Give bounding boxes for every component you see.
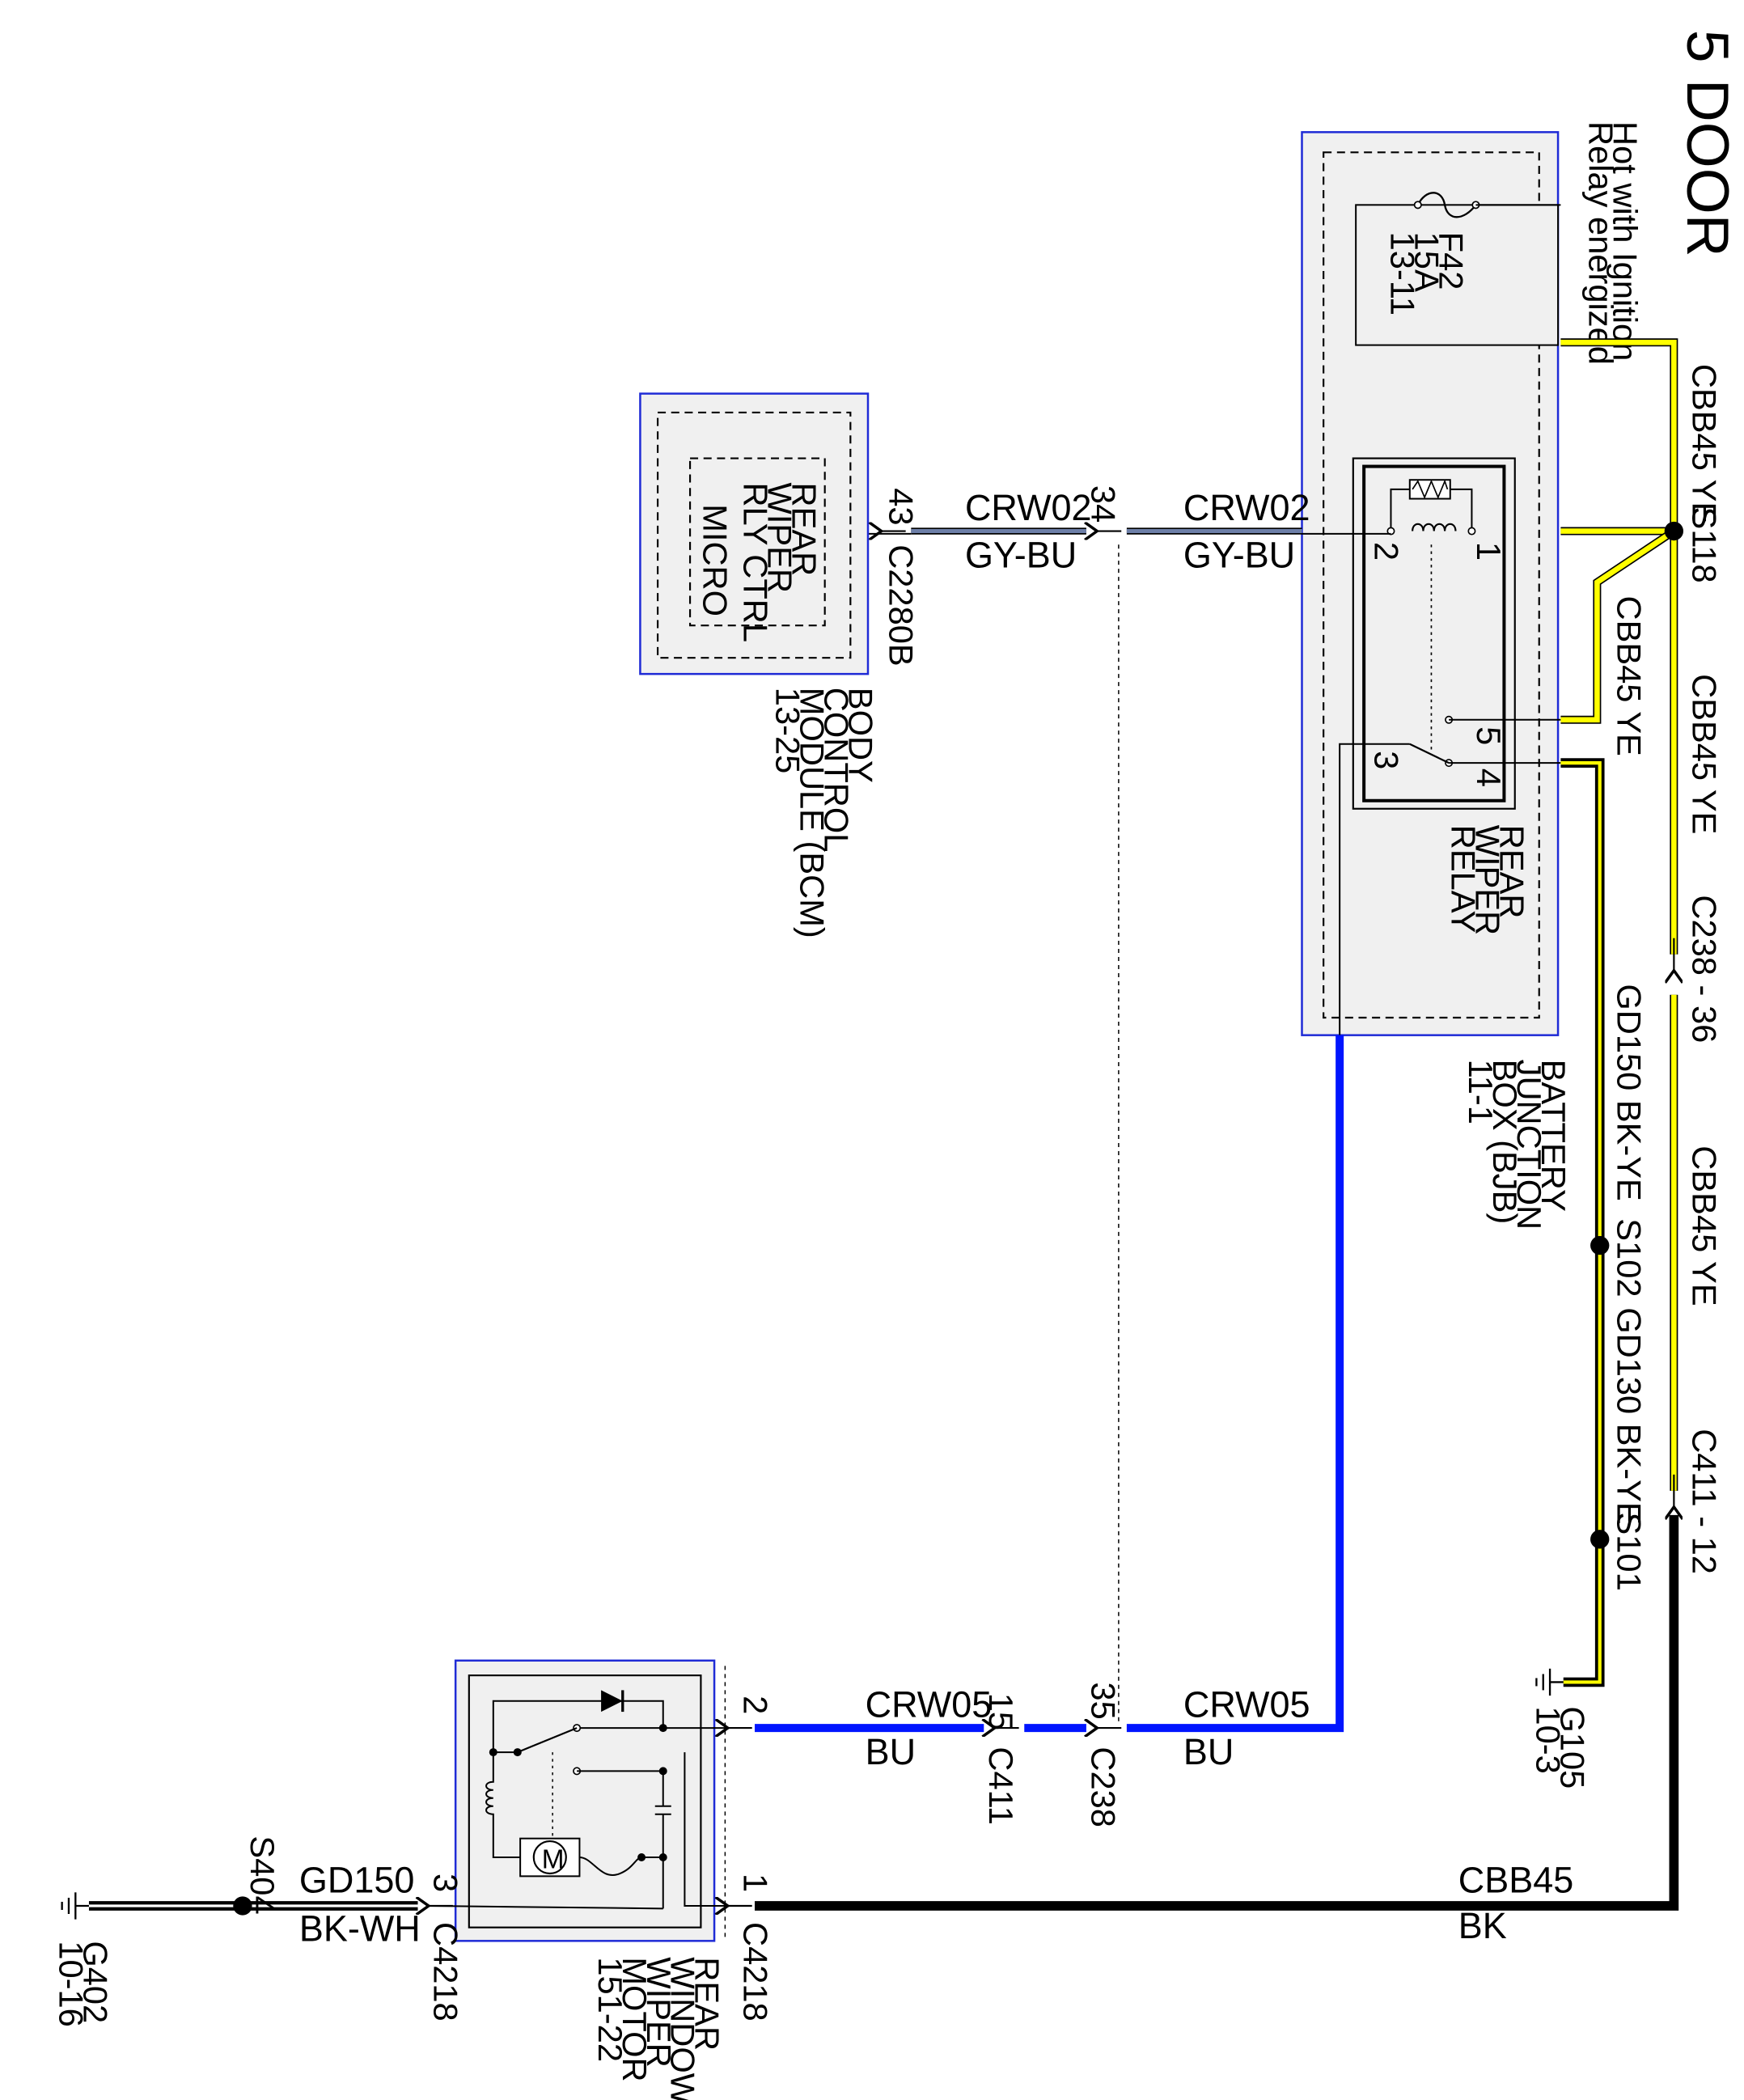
- label-crw05-right: CRW05: [1183, 1684, 1310, 1725]
- bcm-inner-line-1: REAR: [785, 483, 823, 577]
- motor-coil-icon: [485, 1752, 521, 1859]
- label-cbb45-bk-color: BK: [1458, 1905, 1507, 1946]
- label-pin-15: 15: [982, 1693, 1020, 1730]
- label-g402: G402: [76, 1941, 114, 2023]
- motor-name-line-4: MOTOR: [616, 1957, 654, 2081]
- label-c411: C411: [982, 1746, 1020, 1824]
- hot-note-line-1: Hot with Ignition: [1606, 121, 1644, 361]
- relay-name-line-3: RELAY: [1444, 825, 1482, 933]
- bcm-name-line-1: BODY: [842, 688, 880, 783]
- label-c4218-right: C4218: [737, 1922, 775, 2022]
- relay-pin-1: 1: [1470, 542, 1508, 561]
- relay-coil-icon: [1412, 523, 1457, 531]
- label-s102: S102: [1610, 1218, 1648, 1297]
- motor-icon: [532, 1840, 567, 1875]
- wire-cbb45-bk: CBB45 BK: [755, 1514, 1679, 1946]
- motor-name-line-2: WINDOW: [664, 1957, 702, 2100]
- label-crw02-right: CRW02: [1183, 487, 1310, 528]
- fuse-ref: 13-11: [1383, 232, 1421, 315]
- rear-wiper-relay: [1352, 457, 1516, 810]
- relay-name-line-1: REAR: [1492, 825, 1530, 919]
- label-crw05-left: CRW05: [866, 1684, 993, 1725]
- label-g105-ref: 10-3: [1529, 1706, 1567, 1773]
- label-c238-36: C238 - 36: [1686, 895, 1724, 1043]
- label-crw02-left: CRW02: [965, 487, 1092, 528]
- label-c238: C238: [1085, 1746, 1123, 1827]
- fuse-name: F42: [1432, 232, 1470, 290]
- relay-pin-4: 4: [1470, 768, 1508, 787]
- relay-pin-5: 5: [1470, 726, 1508, 745]
- bjb-name-line-2: JUNCTION: [1510, 1060, 1548, 1230]
- label-pin-35: 35: [1085, 1682, 1123, 1719]
- diagram-title: 5 DOOR: [1674, 30, 1741, 257]
- diode-icon: [601, 1690, 623, 1713]
- label-gd150: GD150: [299, 1859, 414, 1900]
- relay-name-line-2: WIPER: [1468, 825, 1506, 936]
- bjb-ref: 11-1: [1462, 1060, 1500, 1124]
- motor-name-line-1: REAR: [688, 1957, 726, 2051]
- label-g105: G105: [1553, 1706, 1591, 1789]
- splice-s101: [1590, 1530, 1610, 1549]
- splice-s404: [233, 1896, 252, 1916]
- motor-switch-arm: [517, 1727, 578, 1754]
- bjb-name-line-1: BATTERY: [1534, 1060, 1573, 1212]
- bcm-ref: 13-25: [769, 688, 807, 774]
- fuse-rating: 15A: [1407, 232, 1446, 292]
- label-s101: S101: [1610, 1512, 1648, 1590]
- battery-junction-box: 1 2 5 4 3 Hot with Ignition Relay energi…: [1301, 121, 1644, 1230]
- ground-g402-icon: [61, 1892, 89, 1920]
- label-pin-3: 3: [427, 1873, 465, 1892]
- label-gd150-bk-ye: GD150 BK-YE: [1610, 984, 1648, 1200]
- relay-pin-2: 2: [1367, 542, 1405, 561]
- ground-g105-icon: [1535, 1668, 1564, 1696]
- bcm-name-line-2: CONTROL: [818, 688, 856, 853]
- motor-symbol: M: [542, 1844, 565, 1874]
- label-pin-43: 43: [883, 488, 921, 525]
- body-control-module: REAR WIPER RLY CTRL MICRO BODY CONTROL M…: [639, 392, 880, 938]
- label-cbb45-ye-mid: CBB45 YE: [1686, 674, 1724, 834]
- label-crw02-left-color: GY-BU: [965, 535, 1077, 576]
- label-pin-2: 2: [737, 1696, 775, 1714]
- rear-window-wiper-motor: M 1 C4218 REAR WINDOW WIPER MOTOR 151-22: [429, 1659, 775, 2100]
- label-gd150-color: BK-WH: [299, 1907, 421, 1949]
- label-cbb45-ye-top: CBB45 YE: [1686, 364, 1724, 524]
- label-c4218-left: C4218: [427, 1922, 465, 2022]
- splice-s118: [1664, 521, 1684, 541]
- label-cbb45-ye-branch: CBB45 YE: [1610, 596, 1648, 756]
- hot-note-line-2: Relay energized: [1581, 121, 1619, 365]
- label-g402-ref: 10-16: [52, 1941, 90, 2027]
- label-pin-1: 1: [737, 1873, 775, 1892]
- label-gd130-bk-ye: GD130 BK-YE: [1610, 1307, 1648, 1524]
- label-crw05-left-color: BU: [866, 1731, 916, 1772]
- label-crw02-right-color: GY-BU: [1183, 535, 1295, 576]
- bcm-inner-line-2: WIPER: [761, 483, 799, 594]
- wire-cbb45-ye: CBB45 YE S118 CBB45 YE CBB45 YE C238 - 3…: [1560, 338, 1724, 1574]
- label-cbb45-bk: CBB45: [1458, 1859, 1573, 1900]
- label-c2280b: C2280B: [883, 544, 921, 666]
- wire-crw02-gy-bu: CRW02 GY-BU CRW02 GY-BU 34 43 C2280B: [824, 485, 1391, 1725]
- fuse-symbol: [1416, 192, 1477, 218]
- bcm-inner-line-4: MICRO: [696, 504, 734, 616]
- wire-gd150-bk-ye: GD150 BK-YE S102 GD130 BK-YE S101 G105 1…: [1529, 758, 1648, 1789]
- label-c411-12: C411 - 12: [1686, 1429, 1724, 1574]
- motor-ref: 151-22: [591, 1957, 629, 2062]
- relay-switch-arm: [1409, 743, 1450, 764]
- label-cbb45-ye-lower: CBB45 YE: [1686, 1145, 1724, 1306]
- label-crw05-right-color: BU: [1183, 1731, 1234, 1772]
- bcm-name-line-3: MODULE (BCM): [794, 688, 832, 938]
- wire-gd150-bk-wh: GD150 BK-WH 3 C4218 S404 G402 10-16: [52, 1835, 464, 2026]
- wire-crw05-bu: CRW05 BU CRW05 BU 35 C238 15 C411 2: [728, 1035, 1344, 1827]
- relay-pin-3: 3: [1367, 751, 1405, 769]
- label-s118: S118: [1686, 507, 1724, 583]
- bcm-inner-line-3: RLY CTRL: [737, 483, 775, 642]
- bjb-name-line-3: BOX (BJB): [1486, 1060, 1524, 1225]
- splice-s102: [1590, 1235, 1610, 1255]
- fuse-box: [1355, 204, 1560, 346]
- motor-name-line-3: WIPER: [640, 1957, 678, 2068]
- label-s404: S404: [243, 1835, 281, 1914]
- label-pin-34: 34: [1085, 485, 1123, 523]
